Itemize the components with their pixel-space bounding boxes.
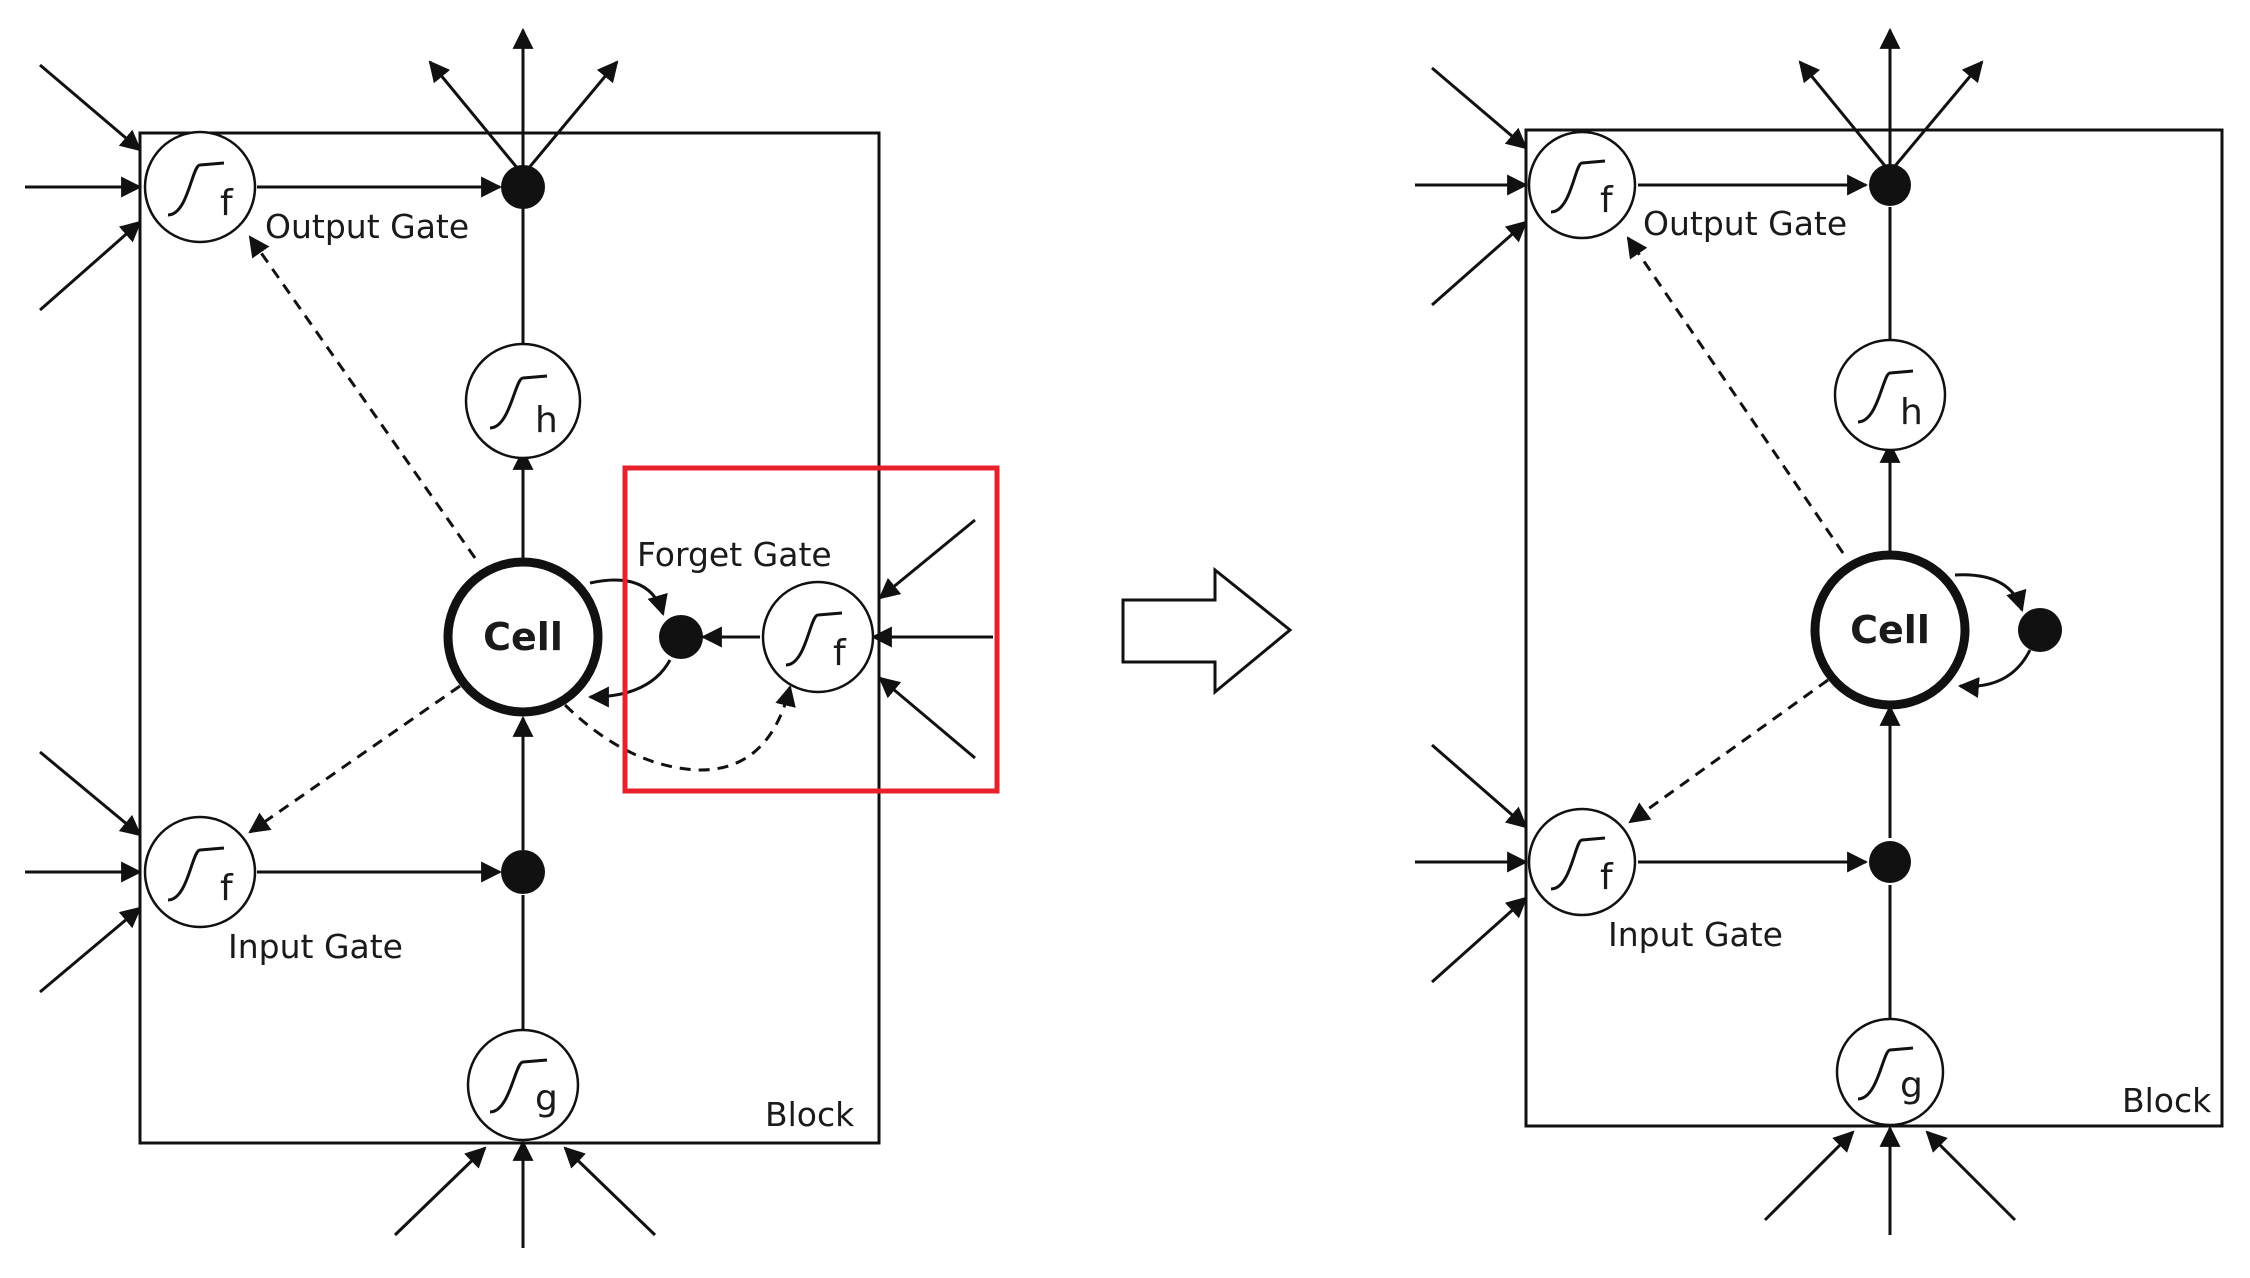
right-cell-loop-dot <box>2018 608 2062 652</box>
sigmoid-icon <box>1550 159 1606 214</box>
left-input-gate-f-label: f <box>220 868 234 909</box>
left-output-gate-node: f <box>143 130 257 244</box>
sigmoid-icon <box>1857 369 1914 424</box>
right-input-gate-inputs <box>1415 743 1529 984</box>
right-block-frame <box>1524 128 2224 1128</box>
right-input-gate-label: Input Gate <box>1608 915 1783 954</box>
right-g-inputs <box>1763 1125 2017 1235</box>
sigmoid-icon <box>1857 1046 1914 1101</box>
left-h-node: h <box>464 342 582 460</box>
left-input-gate-node: f <box>143 815 257 929</box>
left-input-gate-label: Input Gate <box>228 927 403 966</box>
sigmoid-icon <box>167 161 225 217</box>
right-output-product-dot <box>1869 164 1911 206</box>
left-forget-gate-f-label: f <box>833 633 847 674</box>
right-h-label: h <box>1900 392 1923 433</box>
left-cell-label: Cell <box>483 615 563 659</box>
left-cell-node: Cell <box>443 557 603 717</box>
left-forget-gate-node: f <box>761 580 875 694</box>
forget-gate-highlight-box <box>622 465 1000 794</box>
sigmoid-icon <box>167 846 225 902</box>
right-cell-label: Cell <box>1850 608 1930 652</box>
right-cell-node: Cell <box>1810 550 1970 710</box>
left-h-label: h <box>535 400 558 441</box>
right-output-gate-node: f <box>1527 130 1637 240</box>
right-input-gate-node: f <box>1527 807 1637 917</box>
left-input-product-dot <box>501 850 545 894</box>
left-outputs <box>428 27 619 176</box>
sigmoid-icon <box>489 1058 548 1114</box>
right-g-label: g <box>1900 1065 1923 1106</box>
left-output-gate-inputs <box>25 63 143 312</box>
left-forget-product-dot <box>659 615 703 659</box>
left-g-label: g <box>535 1078 558 1119</box>
right-g-node: g <box>1835 1017 1945 1127</box>
right-h-node: h <box>1833 338 1947 452</box>
left-forget-gate-label: Forget Gate <box>637 535 832 574</box>
right-output-gate-inputs <box>1415 66 1529 307</box>
right-input-product-dot <box>1869 841 1911 883</box>
left-block-label: Block <box>765 1095 855 1134</box>
left-g-inputs <box>393 1139 657 1248</box>
sigmoid-icon <box>785 611 843 667</box>
left-g-node: g <box>466 1028 580 1142</box>
left-lstm-block: f Output Gate h Cell Forget Gate f f <box>25 27 1000 1248</box>
left-output-gate-label: Output Gate <box>265 207 469 246</box>
left-output-gate-f-label: f <box>220 183 234 224</box>
transform-arrow <box>1121 566 1293 696</box>
left-input-gate-inputs <box>25 750 143 994</box>
right-block-label: Block <box>2122 1081 2212 1120</box>
right-output-gate-label: Output Gate <box>1643 204 1847 243</box>
right-input-gate-f-label: f <box>1600 857 1614 898</box>
sigmoid-icon <box>489 374 548 430</box>
right-lstm-block: f Output Gate h Cell f Input Gate g <box>1415 27 2224 1235</box>
left-forget-gate-inputs <box>870 518 993 760</box>
right-outputs <box>1798 27 1984 173</box>
right-output-gate-f-label: f <box>1600 180 1614 221</box>
left-output-product-dot <box>501 165 545 209</box>
sigmoid-icon <box>1550 836 1606 891</box>
